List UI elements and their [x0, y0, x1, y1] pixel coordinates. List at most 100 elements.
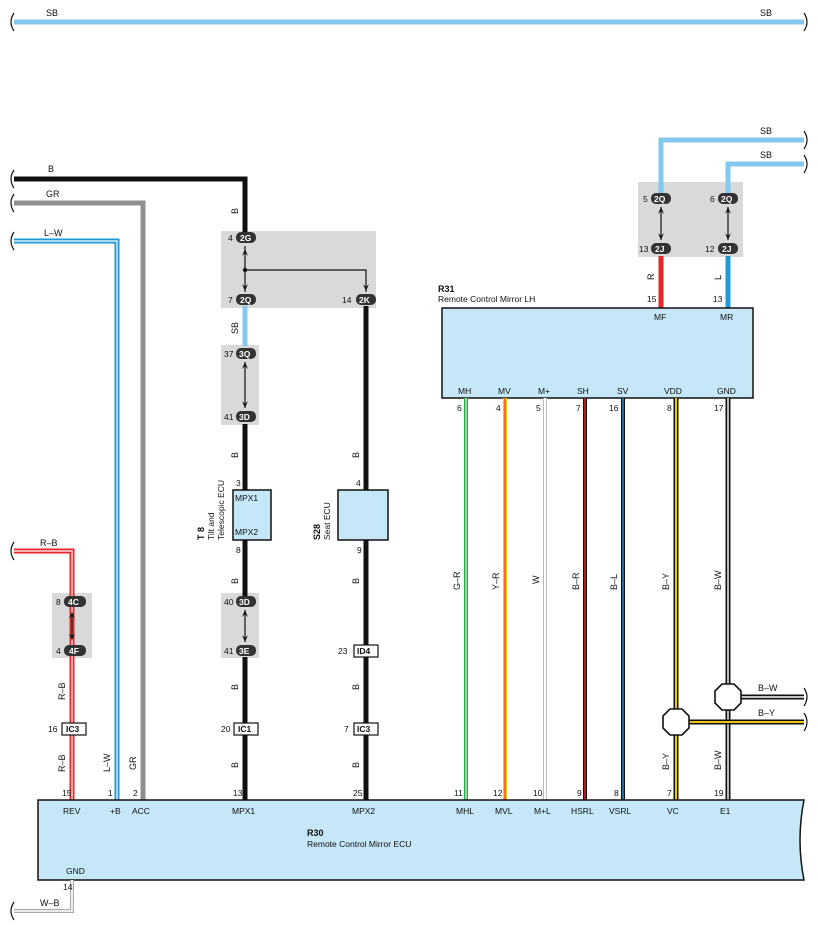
connector-3D-lower: 3D 40 [224, 596, 256, 607]
wire-break-icon [803, 12, 808, 32]
wire-by-vlabel: B–Y [661, 573, 671, 590]
wire-gr-vlabel: GR [128, 756, 138, 770]
connector-2Q-label: 2Q [654, 194, 666, 204]
wire-lw-stripe [14, 240, 118, 800]
connector-3D-label: 3D [239, 412, 250, 422]
connector-3E-label: 3E [239, 646, 250, 656]
connector-4C-label: 4C [68, 597, 79, 607]
pin-label: 13 [713, 294, 723, 304]
wire-yr-vlabel: Y–R [491, 572, 501, 590]
connector-ID4: ID4 23 [338, 644, 379, 658]
r31-pin-mh: MH [458, 386, 471, 396]
r30-code: R30 [307, 828, 324, 838]
pin-label: 9 [357, 545, 362, 555]
r30-pin-mvl: MVL [495, 806, 513, 816]
wire-rb-label: R–B [40, 538, 58, 548]
top-sb-left-label: SB [46, 8, 58, 18]
pin-label: 40 [224, 597, 234, 607]
r30-pin-e1: E1 [720, 806, 731, 816]
pin-label: 4 [228, 233, 233, 243]
top-sb-right-label: SB [760, 8, 772, 18]
pin-label: 14 [63, 882, 73, 892]
pin-label: 13 [233, 788, 243, 798]
r30-ecu-box [37, 799, 805, 881]
splice-point-by [662, 708, 690, 736]
pin-label: 7 [576, 403, 581, 413]
t8-name-2: Telescopic ECU [216, 480, 226, 540]
wire-b [14, 176, 248, 236]
r30-pin-acc: ACC [132, 806, 150, 816]
wire-break-icon [10, 541, 15, 561]
connector-2G-label: 2G [240, 233, 252, 243]
pin-label: 16 [48, 724, 58, 734]
connector-4C: 4C 8 [56, 596, 86, 607]
pin-label: 8 [56, 597, 61, 607]
t8-pin-mpx1: MPX1 [235, 493, 258, 503]
wire-sb-r2-label: SB [760, 150, 772, 160]
r31-pin-mf: MF [654, 312, 666, 322]
r31-pin-sh: SH [577, 386, 589, 396]
wire-bl-vlabel: B–L [609, 574, 619, 590]
wire-rb-vlabel-1: R–B [57, 682, 67, 700]
pin-label: 1 [108, 788, 113, 798]
r31-pin-vdd: VDD [664, 386, 682, 396]
r31-pin-mv: MV [498, 386, 511, 396]
s28-name: Seat ECU [322, 502, 332, 540]
pin-label: 41 [224, 412, 234, 422]
r30-pin-b: +B [110, 806, 121, 816]
r30-pin-mpx2: MPX2 [352, 806, 375, 816]
r31-pin-gnd: GND [717, 386, 736, 396]
wire-bw-vlabel: B–W [713, 750, 723, 770]
wire-gr [14, 200, 146, 800]
r31-pin-sv: SV [617, 386, 629, 396]
r31-pin-mr: MR [720, 312, 733, 322]
wire-sb-vlabel: SB [230, 322, 240, 334]
connector-2Q-label: 2Q [721, 194, 733, 204]
wire-rb-vlabel-2: R–B [57, 754, 67, 772]
pin-label: 13 [639, 244, 649, 254]
pin-label: 10 [533, 788, 543, 798]
wire-br-vlabel: B–R [571, 572, 581, 590]
s28-ecu-box [337, 489, 389, 541]
wire-bw-out-label: B–W [758, 683, 778, 693]
r31-ecu-box [441, 307, 754, 399]
pin-label: 8 [667, 403, 672, 413]
connector-IC3-right: IC3 7 [344, 722, 379, 736]
wire-b-vlabel: B [230, 684, 240, 690]
pin-label: 20 [221, 724, 231, 734]
wire-wb-label: W–B [40, 898, 60, 908]
wire-b-vlabel: B [230, 208, 240, 214]
r30-pin-hsrl: HSRL [571, 806, 594, 816]
s28-code: S28 [312, 524, 322, 540]
wire-bw-vlabel: B–W [713, 570, 723, 590]
wire-break-icon [803, 712, 808, 732]
connector-2J-b: 2J 12 [705, 243, 738, 254]
wire-break-icon [10, 193, 15, 213]
pin-label: 23 [338, 646, 348, 656]
pin-label: 11 [454, 788, 463, 798]
wire-stripe [14, 880, 73, 912]
wire-break-icon [803, 154, 808, 174]
connector-IC3-label: IC3 [66, 724, 80, 734]
pin-label: 2 [133, 788, 138, 798]
wire-l-vlabel: L [713, 275, 723, 280]
t8-code: T 8 [196, 527, 206, 540]
wire-break-icon [10, 169, 15, 189]
wire-b-vlabel: B [351, 684, 361, 690]
connector-3Q: 3Q 37 [224, 348, 256, 359]
pin-label: 14 [342, 295, 352, 305]
connector-2J-label: 2J [722, 244, 732, 254]
wire-rb-stripe [14, 550, 73, 800]
wire-by-vlabel: B–Y [661, 753, 671, 770]
connector-3D-label: 3D [239, 597, 250, 607]
arrow-icon [242, 249, 248, 256]
connector-IC1: IC1 20 [221, 722, 259, 736]
wire-r-vlabel: R [646, 273, 656, 280]
pin-label: 3 [236, 478, 241, 488]
wire-break-icon [10, 901, 15, 921]
r30-pin-vc: VC [667, 806, 679, 816]
connector-2K-label: 2K [359, 295, 371, 305]
pin-label: 7 [344, 724, 349, 734]
t8-ecu-box [232, 489, 272, 541]
pin-label: 4 [56, 646, 61, 656]
